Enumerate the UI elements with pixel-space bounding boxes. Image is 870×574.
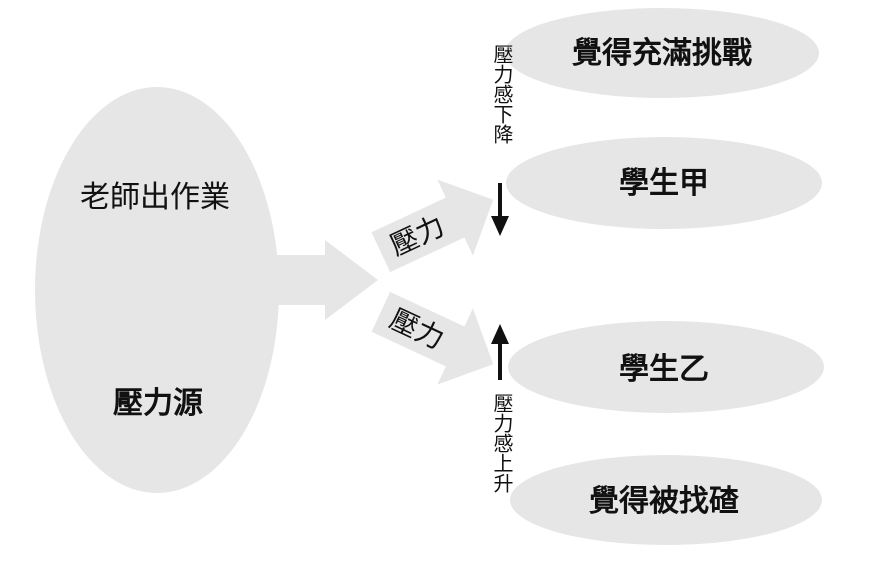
stress-down-label: 壓力感下降: [490, 44, 514, 144]
challenge-ellipse: [505, 8, 819, 98]
student-b-text: 學生乙: [619, 352, 709, 387]
arrow-down-icon: [491, 183, 509, 236]
student-a-ellipse: [506, 137, 822, 229]
stress-up-label: 壓力感上升: [490, 393, 514, 493]
targeted-text: 覺得被找碴: [589, 484, 740, 519]
block-arrow-icon: [255, 240, 378, 320]
source-stressor-text: 壓力源: [113, 386, 203, 421]
pressure-arrow-upper: 壓力: [371, 179, 494, 273]
source-ellipse: [35, 87, 279, 493]
source-task-text: 老師出作業: [80, 180, 230, 215]
challenge-text: 覺得充滿挑戰: [572, 36, 752, 71]
arrow-up-icon: [491, 324, 509, 380]
student-b-ellipse: [508, 321, 824, 413]
student-a-text: 學生甲: [619, 166, 709, 201]
targeted-ellipse: [510, 455, 822, 545]
pressure-arrow-lower: 壓力: [371, 291, 494, 385]
